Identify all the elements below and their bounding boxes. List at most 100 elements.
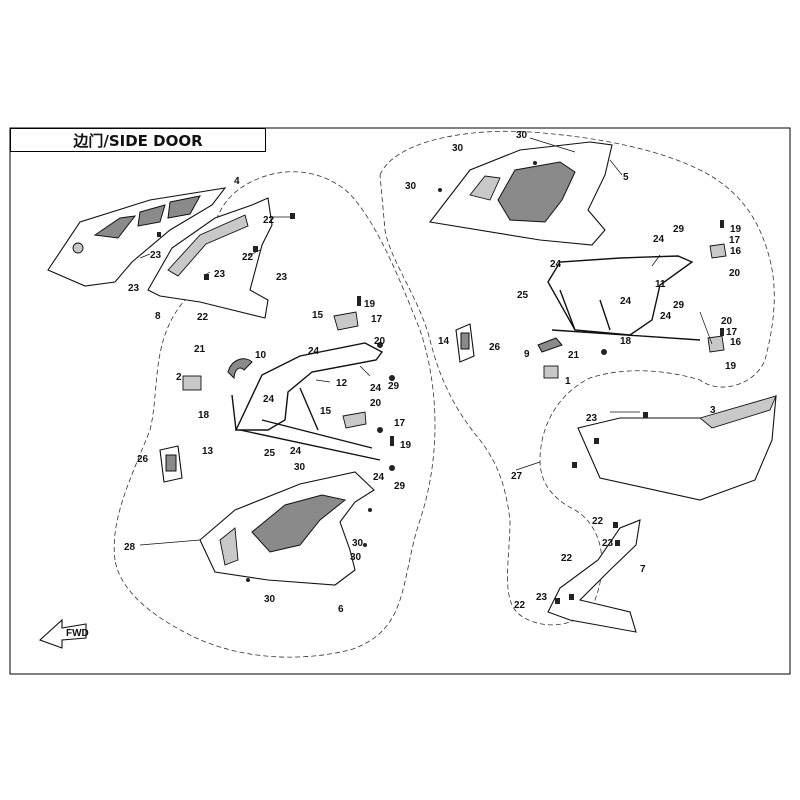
door-frame-right-cross <box>551 289 701 341</box>
latch-right <box>537 337 563 353</box>
callout-22e: 22 <box>561 553 573 564</box>
upper-trim-slots <box>93 195 201 239</box>
callout-14: 14 <box>438 336 450 347</box>
callout-17d: 17 <box>726 327 738 338</box>
callout-22c: 22 <box>197 312 209 323</box>
door-frame-left <box>234 342 384 431</box>
hinge-lower-left <box>342 411 367 429</box>
callout-22: 22 <box>263 215 275 226</box>
callout-24c: 24 <box>370 383 382 394</box>
striker-slot-right <box>460 332 470 350</box>
outer-panel-edge <box>699 395 777 429</box>
callout-16b: 16 <box>730 337 742 348</box>
callout-4: 4 <box>234 176 240 187</box>
lower-trim-rail <box>167 214 249 277</box>
callout-29: 29 <box>388 381 400 392</box>
callout-30: 30 <box>516 130 528 141</box>
inner-handle <box>227 358 253 380</box>
fwd-label: FWD <box>66 628 89 639</box>
door-frame-cross <box>239 387 381 461</box>
diagram-title: 边门/SIDE DOOR <box>73 131 203 150</box>
callout-30d: 30 <box>294 462 306 473</box>
callout-3: 3 <box>710 405 716 416</box>
callout-15: 15 <box>312 310 324 321</box>
callout-24d: 24 <box>290 446 302 457</box>
callout-29b: 29 <box>394 481 406 492</box>
callout-21b: 21 <box>568 350 580 361</box>
callout-23b: 23 <box>214 269 226 280</box>
callout-17: 17 <box>371 314 383 325</box>
callout-25b: 25 <box>517 290 529 301</box>
callout-labels: 1 2 3 4 5 6 7 8 9 10 11 12 13 14 15 15 1… <box>124 130 742 615</box>
callout-11: 11 <box>655 279 666 290</box>
latch-block-right <box>543 365 559 379</box>
callout-22f: 22 <box>514 600 526 611</box>
callout-24g: 24 <box>550 259 562 270</box>
callout-18: 18 <box>198 410 210 421</box>
callout-29c: 29 <box>673 224 685 235</box>
callout-23d: 23 <box>276 272 288 283</box>
left-door-boundary <box>113 171 436 658</box>
callout-23g: 23 <box>536 592 548 603</box>
callout-20b: 20 <box>370 398 382 409</box>
callout-24f: 24 <box>653 234 665 245</box>
callout-24h: 24 <box>620 296 632 307</box>
callout-20: 20 <box>374 336 386 347</box>
callout-9: 9 <box>524 349 530 360</box>
callout-24b: 24 <box>263 394 275 405</box>
right-upper-window <box>497 161 576 223</box>
trim-boss <box>72 242 84 254</box>
callout-23e: 23 <box>586 413 598 424</box>
callout-16: 16 <box>730 246 742 257</box>
right-lower-trim <box>547 519 641 633</box>
callout-20c: 20 <box>729 268 741 279</box>
callout-25: 25 <box>264 448 276 459</box>
sheet-border <box>9 127 791 675</box>
callout-30f: 30 <box>350 552 362 563</box>
callout-17b: 17 <box>394 418 406 429</box>
right-door-boundary <box>379 130 775 626</box>
callout-19d: 19 <box>725 361 737 372</box>
callout-24e: 24 <box>373 472 385 483</box>
callout-22b: 22 <box>242 252 254 263</box>
callout-17c: 17 <box>729 235 741 246</box>
callout-19: 19 <box>364 299 376 310</box>
callout-27: 27 <box>511 471 523 482</box>
door-frame-right <box>547 255 694 336</box>
callout-12: 12 <box>336 378 348 389</box>
callout-23: 23 <box>150 250 162 261</box>
striker-slot <box>165 454 177 472</box>
callout-30g: 30 <box>264 594 276 605</box>
callout-30b: 30 <box>452 143 464 154</box>
lower-door-window <box>251 494 347 553</box>
hinge-upper-right <box>709 243 727 259</box>
callout-15b: 15 <box>320 406 332 417</box>
fwd-arrow <box>38 618 87 649</box>
callout-23c: 23 <box>128 283 140 294</box>
right-upper-pocket <box>469 175 501 201</box>
callout-10: 10 <box>255 350 267 361</box>
callout-21: 21 <box>194 344 206 355</box>
callout-7: 7 <box>640 564 646 575</box>
callout-23f: 23 <box>602 538 614 549</box>
callout-1: 1 <box>565 376 571 387</box>
hinge-lower-right <box>707 335 725 353</box>
hinge-upper-left <box>333 311 359 331</box>
callout-26b: 26 <box>489 342 501 353</box>
latch-block <box>182 375 202 391</box>
lower-door-armrest <box>219 527 239 566</box>
callout-30c: 30 <box>405 181 417 192</box>
callout-24i: 24 <box>660 311 672 322</box>
callout-8: 8 <box>155 311 161 322</box>
callout-19c: 19 <box>730 224 742 235</box>
callout-22d: 22 <box>592 516 604 527</box>
callout-2: 2 <box>176 372 182 383</box>
frame-post <box>231 394 237 431</box>
callout-19b: 19 <box>400 440 412 451</box>
callout-6: 6 <box>338 604 344 615</box>
fasteners <box>157 161 724 604</box>
callout-26: 26 <box>137 454 149 465</box>
callout-13: 13 <box>202 446 214 457</box>
